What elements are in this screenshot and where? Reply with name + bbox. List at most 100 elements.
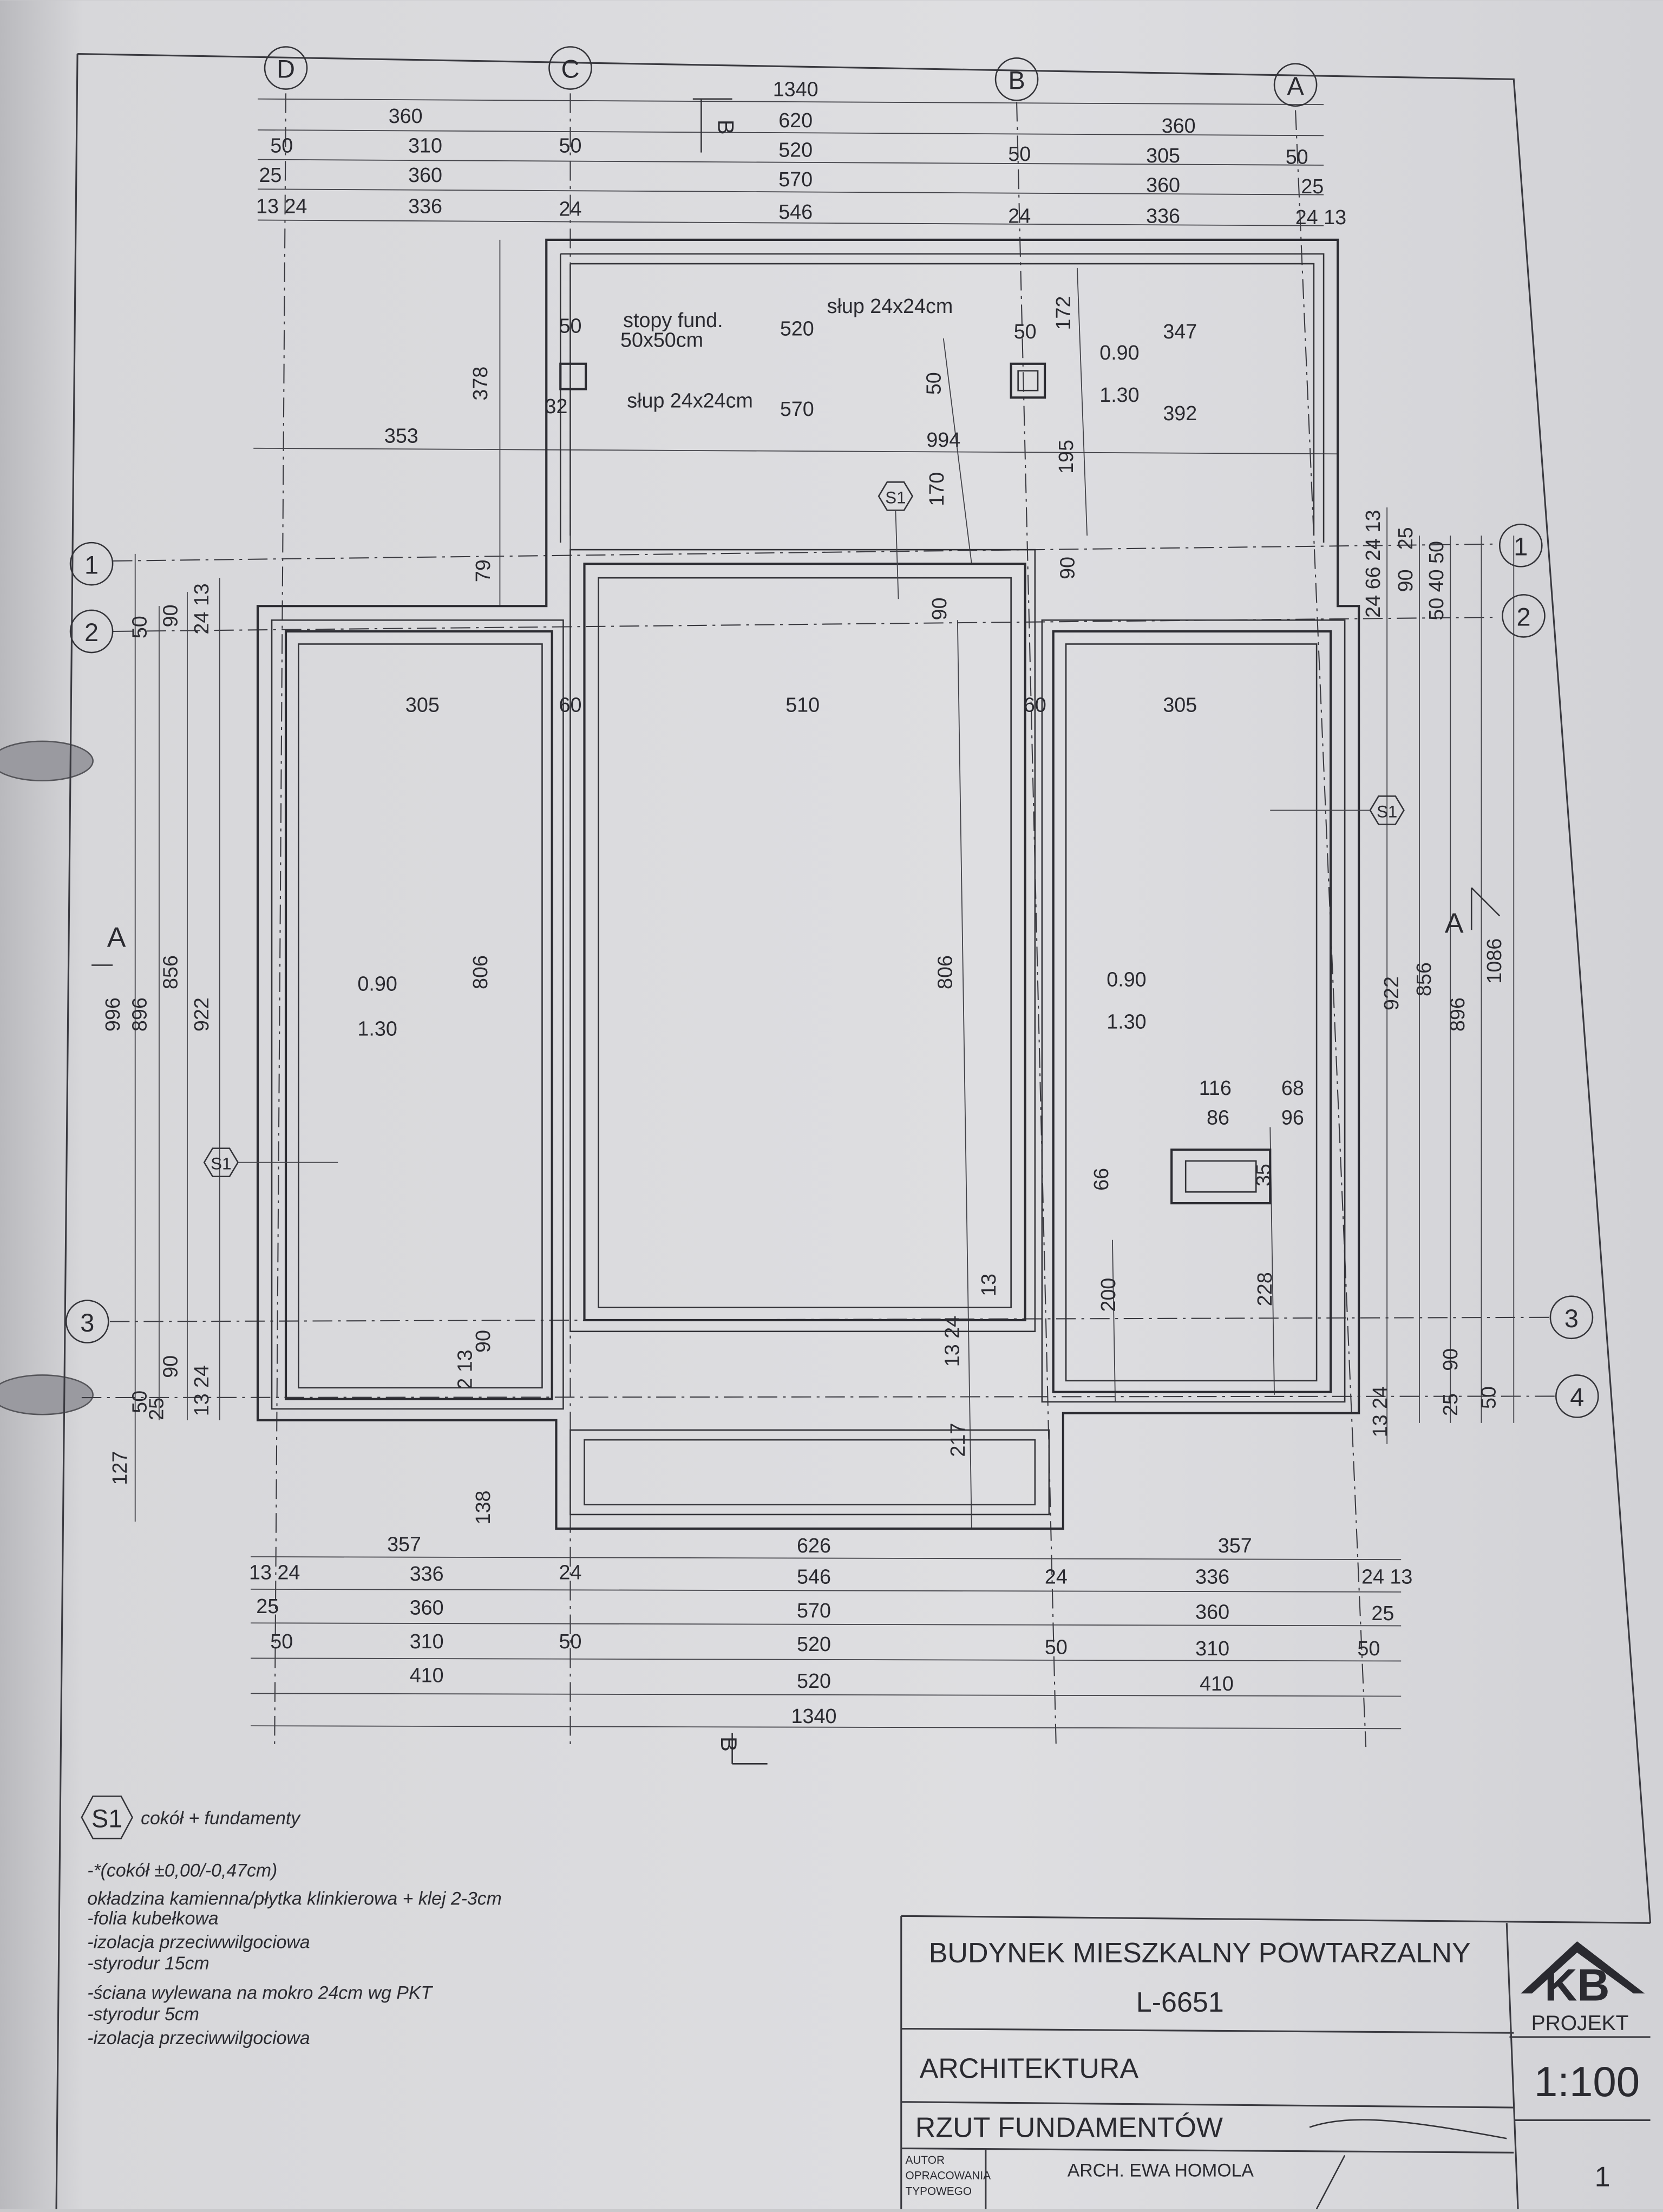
dimension-label: 50 40 50 <box>1425 541 1448 621</box>
dimension-label: 305 <box>405 693 440 716</box>
dimension-label: 25 <box>259 164 281 186</box>
author-label: OPRACOWANIA <box>906 2170 991 2182</box>
dimension-label: 25 <box>145 1398 168 1420</box>
dimension-label: 856 <box>159 955 182 989</box>
title-building: BUDYNEK MIESZKALNY POWTARZALNY <box>929 1937 1471 1969</box>
dimension-label: 2 13 <box>453 1349 476 1389</box>
s1-tag-label: S1 <box>1377 802 1397 821</box>
section-mark-b-bottom: B <box>716 1737 742 1752</box>
dimension-label: 24 <box>559 1561 582 1584</box>
axis-label-d: D <box>277 55 295 83</box>
dimension-label: 305 <box>1163 693 1197 716</box>
dimension-label: 310 <box>410 1630 444 1653</box>
dimension-label: 13 24 <box>249 1561 300 1584</box>
s1-tag-label: S1 <box>885 488 906 507</box>
dimension-label: 13 24 <box>1369 1386 1391 1437</box>
dimension-label: 994 <box>926 428 960 451</box>
dimension-label: 200 <box>1097 1278 1119 1312</box>
sheet-frame <box>55 53 1652 2209</box>
legend-tag: S1 <box>91 1804 122 1832</box>
title-sheet: RZUT FUNDAMENTÓW <box>915 2112 1223 2144</box>
dimension-label: 172 <box>1052 296 1075 330</box>
dimension-label: 24 13 <box>190 583 213 634</box>
dimension-label: 228 <box>1253 1272 1276 1306</box>
dimension-label: 13 24 <box>256 194 307 217</box>
chimney-flue <box>1184 1160 1257 1193</box>
dimension-label: 360 <box>410 1596 444 1619</box>
dimension-label: 626 <box>797 1534 831 1557</box>
dimension-label: 13 <box>977 1274 1000 1296</box>
dimension-label: 360 <box>1162 114 1196 137</box>
dimension-label: 0.90 <box>1099 341 1139 364</box>
author-label: AUTOR <box>906 2154 945 2167</box>
dimension-label: 50 <box>1014 320 1037 343</box>
dimension-label: 0.90 <box>1107 968 1146 991</box>
dimension-label: 50 <box>1045 1635 1068 1658</box>
dimension-label: 520 <box>797 1633 831 1655</box>
dimension-label: 68 <box>1281 1076 1304 1099</box>
section-mark-b-top: B <box>713 120 739 135</box>
section-marks: B B A A <box>91 98 1501 1765</box>
dimension-label: 996 <box>101 997 124 1032</box>
dimension-label: 13 24 <box>190 1365 213 1416</box>
dimension-label: 510 <box>785 693 820 716</box>
legend-line: -izolacja przeciwwilgociowa <box>87 2028 310 2048</box>
column-footing <box>1010 362 1046 399</box>
dimension-label: 90 <box>472 1330 494 1353</box>
dimension-label: 50 <box>128 616 151 638</box>
legend-line: -*(cokół ±0,00/-0,47cm) <box>87 1860 277 1881</box>
dimension-label: 305 <box>1146 144 1180 167</box>
dimension-label: 310 <box>1195 1637 1229 1660</box>
dimension-label: słup 24x24cm <box>827 295 953 317</box>
dimension-label: 1340 <box>791 1705 837 1727</box>
axis-label-b: B <box>1008 67 1025 95</box>
dimension-label: 336 <box>408 194 442 217</box>
axis-label-1-left: 1 <box>84 551 99 579</box>
dimension-label: 520 <box>778 138 813 161</box>
dimension-label: 896 <box>128 997 151 1032</box>
dimension-label: 13 24 <box>940 1316 963 1367</box>
axis-label-a: A <box>1287 72 1304 100</box>
legend-line: -styrodur 5cm <box>87 2004 199 2025</box>
dimension-label: 347 <box>1163 320 1197 343</box>
dimension-label: 360 <box>1195 1600 1229 1623</box>
legend: S1 cokół + fundamenty -*(cokół ±0,00/-0,… <box>81 1795 502 2048</box>
axis-label-4-right: 4 <box>1570 1384 1584 1412</box>
dimension-label: 1086 <box>1483 938 1505 984</box>
section-mark-a-right: A <box>1445 908 1464 939</box>
dimension-label: 620 <box>778 109 813 132</box>
dimension-label: 50 <box>559 1630 582 1653</box>
dimension-label: 520 <box>797 1669 831 1692</box>
dimension-label: 1340 <box>773 78 819 101</box>
column-footing <box>559 362 587 390</box>
title-block: BUDYNEK MIESZKALNY POWTARZALNY L-6651 AR… <box>900 1915 1651 2209</box>
dimension-label: 35 <box>1252 1164 1274 1186</box>
dimension-label: 195 <box>1055 440 1077 474</box>
dimension-label: słup 24x24cm <box>627 389 753 412</box>
dimension-label: 922 <box>1380 976 1403 1010</box>
dimension-label: 922 <box>190 997 213 1032</box>
dimension-label: 378 <box>469 367 492 401</box>
dimension-label: 25 <box>1439 1393 1462 1416</box>
title-code: L-6651 <box>1136 1987 1224 2018</box>
legend-line: -styrodur 15cm <box>87 1953 209 1974</box>
dimension-label: 856 <box>1412 962 1435 996</box>
legend-line: okładzina kamienna/płytka klinkierowa + … <box>87 1888 501 1909</box>
axis-label-2-left: 2 <box>84 618 99 647</box>
dimension-label: 50 <box>559 315 582 337</box>
dimension-label: 50 <box>128 1391 151 1413</box>
dimension-label: 410 <box>410 1663 444 1686</box>
logo-subtext: PROJEKT <box>1531 2012 1629 2035</box>
dimension-label: 357 <box>1218 1534 1252 1557</box>
legend-line: -izolacja przeciwwilgociowa <box>87 1932 310 1953</box>
dimension-label: 25 <box>1301 175 1324 198</box>
dimension-label: 360 <box>1146 173 1180 196</box>
axis-label-3-right: 3 <box>1564 1304 1579 1333</box>
dimension-label: 138 <box>472 1490 494 1524</box>
dimension-label: 410 <box>1200 1672 1234 1695</box>
dimension-label: 24 <box>1045 1565 1068 1588</box>
dimension-label: 50 <box>270 134 293 157</box>
scale: 1:100 <box>1534 2058 1640 2105</box>
